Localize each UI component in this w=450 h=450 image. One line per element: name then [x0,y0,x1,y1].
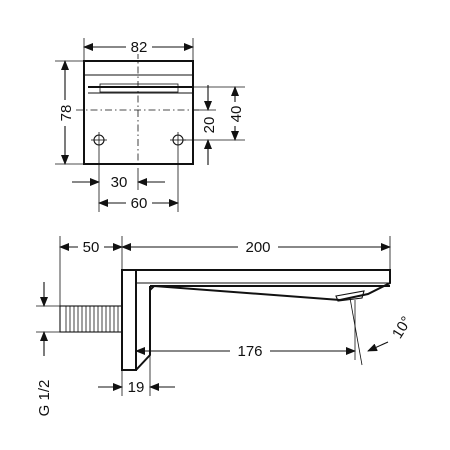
dim-flange-width-label: 19 [128,379,145,396]
dim-slot-height-label: 40 [228,106,245,123]
mounting-hole-left [91,132,107,148]
dim-slot-height: 40 [194,86,245,141]
dim-hole-offset-label: 20 [201,117,218,134]
dim-front-height: 78 [55,60,83,165]
dim-hole-spacing: 60 [98,148,179,212]
dim-wall-depth: 50 [59,236,123,306]
dim-outlet-angle-label: 10° [389,313,415,341]
dim-spout-length: 200 [121,236,391,270]
dim-front-width: 82 [83,38,194,60]
threaded-connector [59,305,123,333]
front-body-outline [83,60,194,165]
dim-wall-depth-label: 50 [83,239,100,256]
dim-hole-spacing-label: 60 [131,195,148,212]
dim-spout-length-label: 200 [245,239,270,256]
dim-front-height-label: 78 [58,105,75,122]
dim-outlet-angle: 10° [349,297,415,366]
spout-outlet [335,290,365,302]
dim-hole-spacing-inner-label: 30 [111,174,128,191]
front-view: 82 78 20 40 [55,38,245,212]
dim-spout-inner-length: 176 [135,300,356,360]
dim-thread-size: G 1/2 [36,282,60,416]
dim-spout-inner-length-label: 176 [237,343,262,360]
dim-hole-offset: 20 [184,85,218,165]
dim-front-width-label: 82 [131,39,148,56]
wall-flange [121,269,137,371]
side-view: 50 200 176 10° 19 [36,236,415,416]
dim-flange-width: 19 [98,355,175,396]
front-outlet-slot [88,83,192,94]
mounting-hole-right [170,132,186,148]
dim-thread-size-label: G 1/2 [36,380,53,417]
